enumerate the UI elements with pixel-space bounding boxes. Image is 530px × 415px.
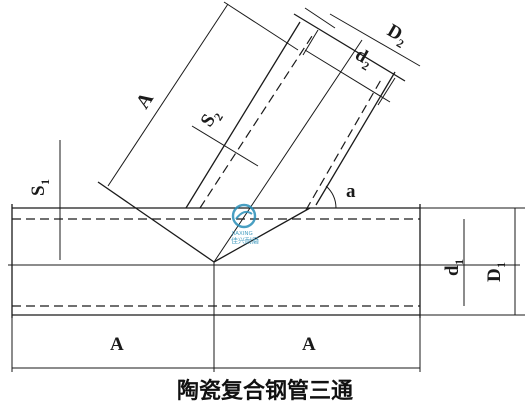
label-s1: S 1 <box>28 179 52 196</box>
label-angle: a <box>346 181 356 202</box>
drawing-caption: 陶瓷复合钢管三通 <box>177 378 353 404</box>
label-D1-outer: D 1 <box>484 262 508 282</box>
s2-dimension-line <box>191 125 259 167</box>
label-bottom-a-right: A <box>302 334 316 355</box>
main-pipe <box>8 204 520 318</box>
label-bottom-a-left: A <box>110 334 124 355</box>
branch-right-outer <box>315 71 396 206</box>
angle-arc <box>325 185 337 209</box>
watermark-logo: JIAXING 佳兴耐磨 <box>231 203 259 245</box>
D2-ext-left <box>304 7 336 29</box>
logo-ring-icon <box>231 203 257 229</box>
branch-left-outer <box>185 21 301 209</box>
watermark-line2: 佳兴耐磨 <box>231 236 259 245</box>
D2-dimension-line <box>329 13 421 67</box>
branch-left-inner <box>199 32 315 209</box>
right-dimensions <box>420 207 525 316</box>
label-d1-main: d <box>442 265 463 276</box>
branch-a-dimension <box>107 1 299 187</box>
logo-swirl-icon <box>235 210 253 220</box>
label-s1-sub: 1 <box>38 179 52 185</box>
label-D1-main: D <box>484 268 505 282</box>
label-s2: S 2 <box>197 110 226 130</box>
label-d1-sub: 1 <box>452 259 466 265</box>
branch-s2-dimension <box>191 125 259 167</box>
branch-a-ext-top <box>223 1 299 51</box>
branch-intersection-right <box>213 207 311 263</box>
branch-a-dim-line <box>107 3 229 187</box>
d2-dimension-line <box>304 49 391 103</box>
d2-ext-a <box>302 29 319 56</box>
label-d2-inner: d 2 <box>352 44 372 73</box>
label-s1-main: S <box>28 185 49 196</box>
bottom-dimensions <box>11 262 421 372</box>
branch-right-inner <box>305 77 383 211</box>
d2-ext-b <box>377 77 396 106</box>
label-branch-a: A <box>132 88 159 113</box>
label-D1-sub: 1 <box>494 262 508 268</box>
watermark-line1: JIAXING <box>231 231 253 237</box>
branch-d2-dimensions <box>302 7 421 106</box>
label-d1-inner: d 1 <box>442 259 466 276</box>
branch-end-cap <box>293 13 406 82</box>
branch-intersection-left <box>97 181 215 263</box>
